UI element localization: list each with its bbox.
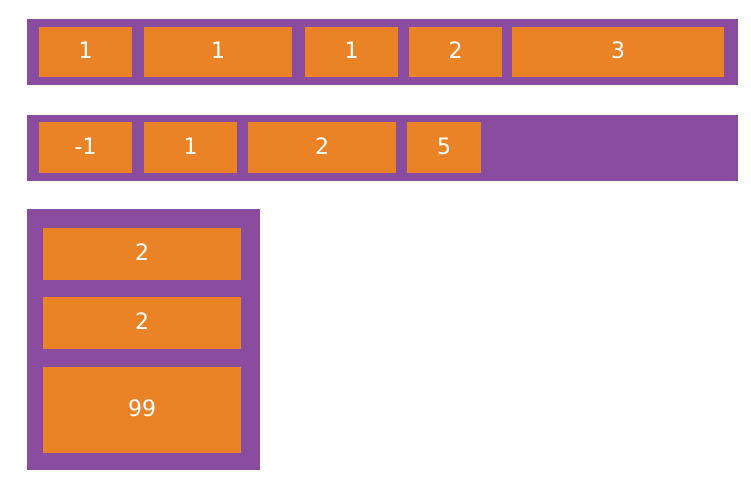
flex-item: 2 (43, 228, 241, 280)
flex-item: 99 (43, 367, 241, 453)
flex-item: -1 (39, 122, 132, 173)
flex-item: 3 (512, 27, 724, 77)
flex-item: 1 (39, 27, 132, 77)
flex-item: 2 (43, 297, 241, 349)
flex-item: 1 (144, 27, 292, 77)
flex-item: 5 (407, 122, 481, 173)
flex-item: 1 (305, 27, 398, 77)
flex-container-row-1: 1 1 1 2 3 (27, 19, 738, 85)
flex-container-column: 2 2 99 (27, 209, 260, 470)
flex-container-row-2: -1 1 2 5 (27, 115, 738, 181)
flex-item: 1 (144, 122, 237, 173)
flex-item: 2 (409, 27, 502, 77)
flex-item: 2 (248, 122, 396, 173)
